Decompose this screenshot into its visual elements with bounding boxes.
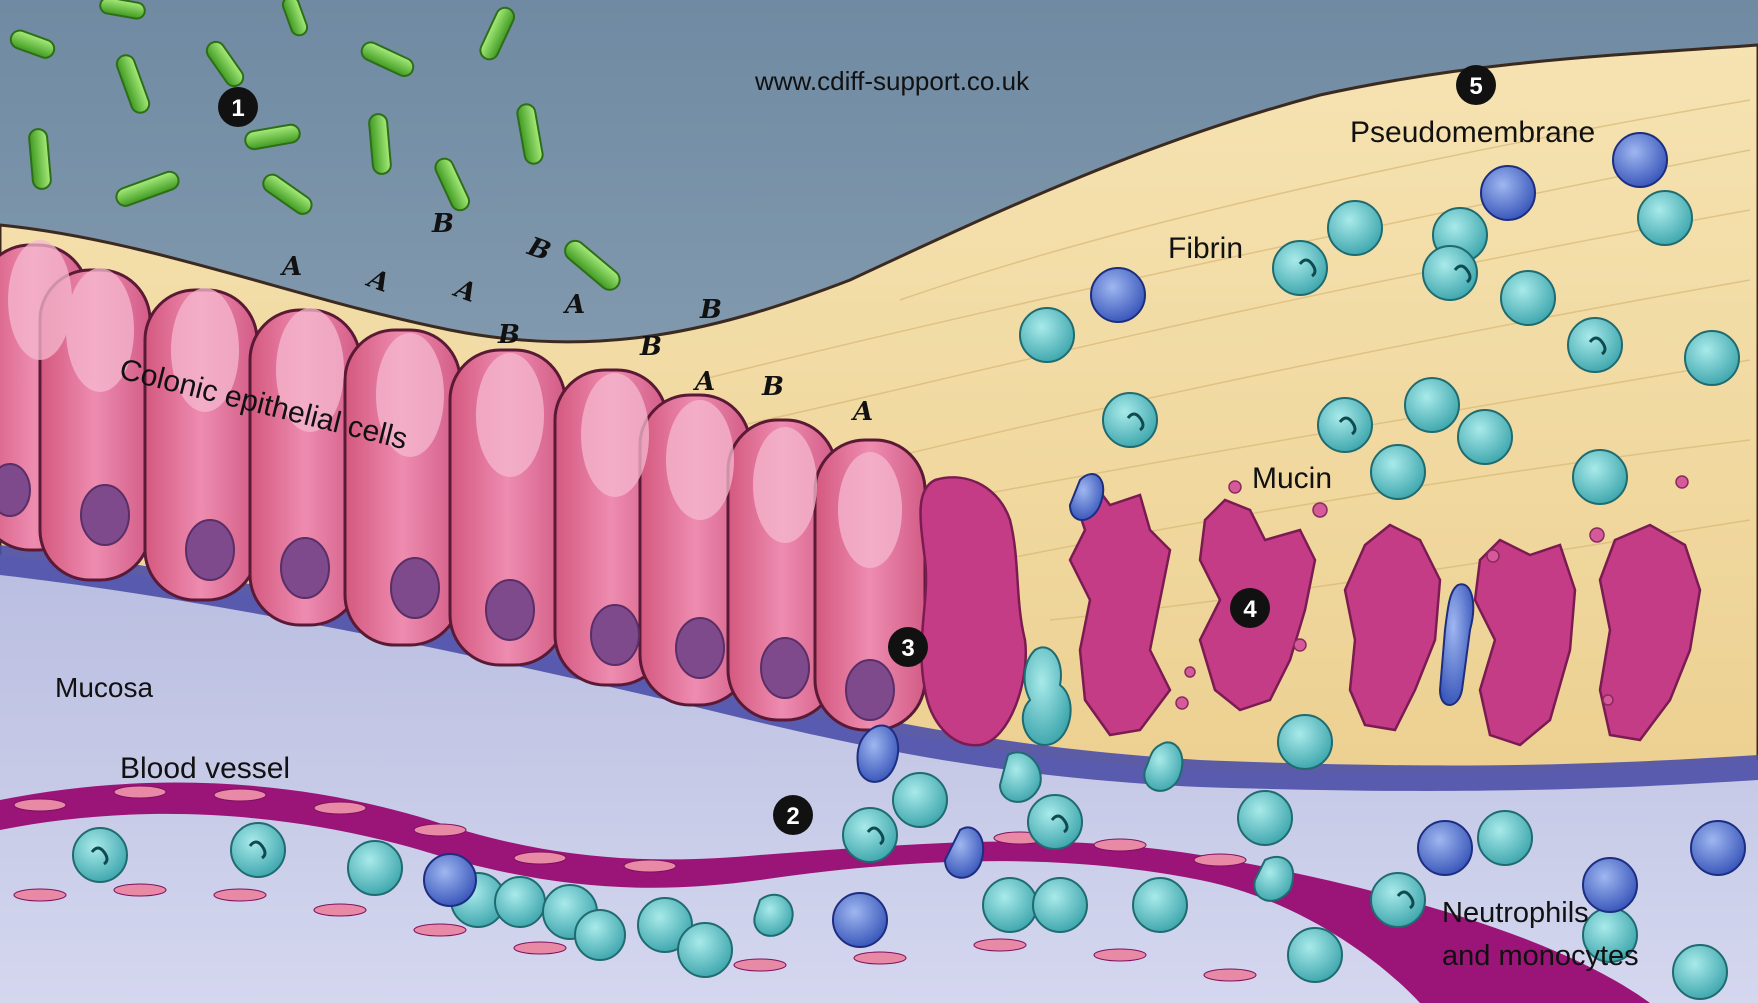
toxin-b: B: [497, 320, 520, 350]
toxin-a: A: [850, 397, 873, 427]
toxin-b: B: [761, 372, 784, 402]
label-pseudomembrane: Pseudomembrane: [1350, 116, 1595, 149]
step-marker-5: 5: [1456, 65, 1496, 105]
toxin-a: A: [562, 290, 585, 320]
label-monocytes: and monocytes: [1442, 940, 1639, 972]
step-marker-1: 1: [218, 87, 258, 127]
step-number: 2: [786, 803, 799, 830]
toxin-a: A: [279, 252, 302, 282]
toxin-a: A: [692, 367, 715, 397]
step-marker-4: 4: [1230, 588, 1270, 628]
step-number: 1: [231, 95, 244, 122]
step-number: 3: [901, 635, 914, 662]
label-mucosa: Mucosa: [55, 672, 153, 703]
label-neutrophils: Neutrophils: [1442, 897, 1589, 929]
step-marker-3: 3: [888, 627, 928, 667]
toxin-b: B: [699, 295, 722, 325]
label-blood-vessel: Blood vessel: [120, 752, 290, 785]
toxin-b: B: [639, 332, 662, 362]
step-number: 5: [1469, 73, 1482, 100]
label-fibrin: Fibrin: [1168, 232, 1243, 265]
label-mucin: Mucin: [1252, 462, 1332, 495]
toxin-b: B: [431, 209, 454, 239]
step-marker-2: 2: [773, 795, 813, 835]
step-number: 4: [1243, 596, 1257, 623]
source-url: www.cdiff-support.co.uk: [754, 66, 1030, 96]
